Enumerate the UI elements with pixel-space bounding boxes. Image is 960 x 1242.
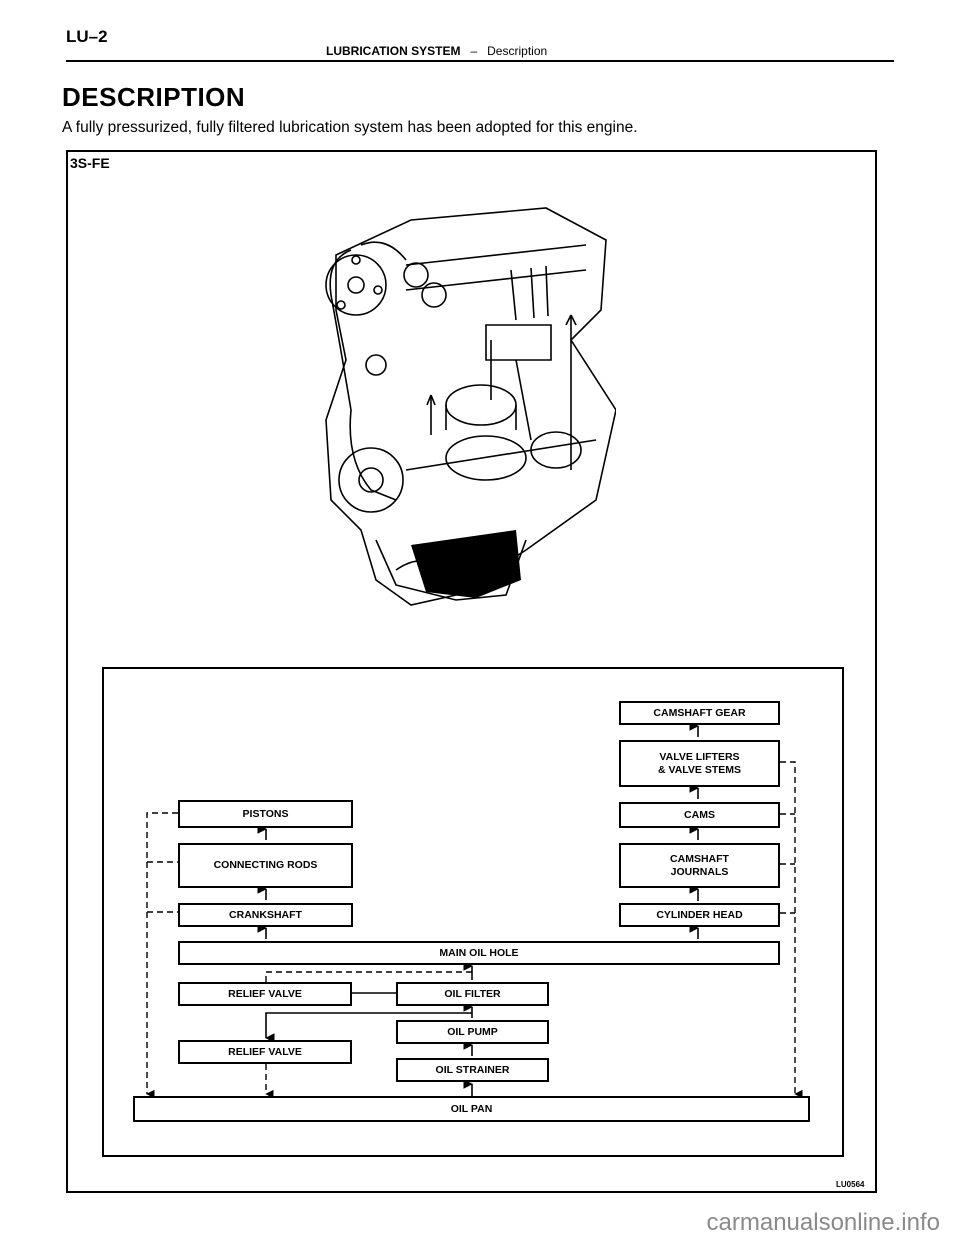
intro-paragraph: A fully pressurized, fully filtered lubr…: [62, 119, 638, 136]
box-oil-pump: OIL PUMP: [396, 1020, 549, 1044]
box-camshaft-journals: CAMSHAFT JOURNALS: [619, 843, 780, 888]
box-connecting-rods: CONNECTING RODS: [178, 843, 353, 888]
box-oil-pan: OIL PAN: [133, 1096, 810, 1122]
running-header: LUBRICATION SYSTEM–Description: [326, 44, 547, 58]
header-separator: –: [470, 44, 478, 58]
box-pistons: PISTONS: [178, 800, 353, 828]
box-camshaft-gear: CAMSHAFT GEAR: [619, 701, 780, 725]
box-cams: CAMS: [619, 802, 780, 828]
box-crankshaft: CRANKSHAFT: [178, 903, 353, 927]
flowchart-frame: [102, 667, 844, 1157]
figure-frame: [66, 150, 877, 1193]
engine-label: 3S-FE: [70, 155, 110, 171]
watermark: carmanualsonline.info: [706, 1209, 940, 1236]
header-section: Description: [487, 44, 548, 58]
box-relief-valve-2: RELIEF VALVE: [178, 1040, 352, 1064]
header-rule: [66, 60, 894, 62]
box-cylinder-head: CYLINDER HEAD: [619, 903, 780, 927]
box-valve-lifters: VALVE LIFTERS & VALVE STEMS: [619, 740, 780, 787]
box-relief-valve-1: RELIEF VALVE: [178, 982, 352, 1006]
page-code: LU–2: [66, 27, 108, 46]
figure-id: LU0564: [836, 1180, 865, 1189]
section-heading: DESCRIPTION: [62, 82, 246, 112]
header-system: LUBRICATION SYSTEM: [326, 44, 461, 58]
box-oil-strainer: OIL STRAINER: [396, 1058, 549, 1082]
engine-illustration: [325, 207, 616, 606]
box-oil-filter: OIL FILTER: [396, 982, 549, 1006]
box-main-oil-hole: MAIN OIL HOLE: [178, 941, 780, 965]
